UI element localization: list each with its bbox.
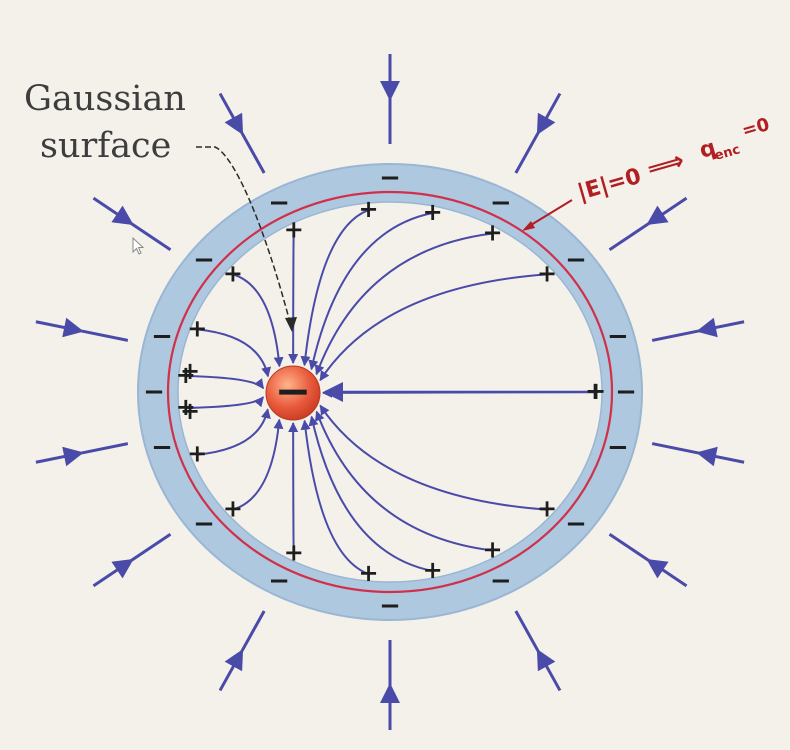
inner-field-line: [300, 209, 369, 367]
outer-minus-charge: −: [490, 188, 512, 218]
inner-plus-charge: +: [537, 259, 557, 287]
inner-plus-charge: +: [176, 361, 196, 389]
inner-field-line: [288, 230, 299, 364]
outer-surface-charges: − − − − − − − − − − − − − − − −: [143, 163, 637, 621]
inner-field-line: [308, 212, 433, 371]
outer-field-line-tail: [608, 533, 649, 562]
inner-plus-charge: +: [423, 556, 443, 584]
inner-field-line: [319, 273, 548, 382]
inner-field-line: [232, 273, 284, 368]
inner-field-line: [185, 396, 265, 409]
outer-field-line-tail: [514, 610, 540, 652]
outer-field-line: [218, 92, 244, 136]
outer-field-line: [536, 92, 562, 136]
outer-minus-charge: −: [379, 163, 401, 193]
inner-field-line: [185, 375, 265, 390]
outer-field-line: [696, 317, 745, 338]
central-charge-symbol: −: [275, 366, 312, 417]
inner-field-line: [300, 419, 369, 575]
inner-plus-charge: +: [482, 535, 502, 563]
outer-field-line: [92, 558, 134, 588]
inner-plus-charge: +: [586, 377, 606, 405]
inner-plus-charge: +: [223, 259, 243, 287]
label-surface: surface: [40, 126, 171, 166]
outer-minus-charge: −: [607, 322, 629, 352]
outer-minus-charge: −: [151, 432, 173, 462]
outer-minus-charge: −: [615, 377, 637, 407]
label-leader-arrowhead: [285, 317, 297, 332]
inner-surface-charges: ++++++++++++++++++++: [176, 195, 606, 587]
inner-field-line: [232, 418, 284, 511]
outer-field-line: [218, 648, 244, 692]
outer-field-line: [536, 648, 562, 692]
outer-minus-charge: −: [379, 591, 401, 621]
outer-minus-charge: −: [193, 509, 215, 539]
outer-field-line: [92, 196, 134, 226]
outer-minus-charge: −: [268, 188, 290, 218]
central-charge: −: [265, 365, 321, 421]
inner-field-line: [197, 328, 272, 378]
inner-plus-charge: +: [187, 440, 207, 468]
inner-plus-charge: +: [176, 393, 196, 421]
label-leader-line: [196, 146, 293, 331]
outer-field-line-tail: [514, 132, 540, 174]
inner-plus-charge: +: [537, 495, 557, 523]
outer-minus-charge: −: [151, 322, 173, 352]
outer-field-line-tail: [651, 442, 699, 455]
inner-plus-charge: +: [585, 377, 605, 405]
outer-field-line-tail: [240, 610, 266, 652]
inner-field-line: [314, 232, 493, 376]
inner-plus-charge: +: [284, 539, 304, 567]
outer-field-line: [646, 196, 688, 226]
inner-field-line: [197, 408, 271, 456]
outer-field-line-tail: [240, 132, 266, 174]
inner-plus-charge: +: [187, 314, 207, 342]
outer-field-line-tail: [131, 222, 172, 251]
inner-field-line: [319, 404, 548, 511]
outer-field-line: [646, 558, 688, 588]
gaussian-surface: [166, 190, 614, 594]
outer-field-line-tail: [131, 533, 172, 562]
outer-field-lines: [35, 54, 745, 730]
outer-minus-charge: −: [143, 377, 165, 407]
outer-field-line-tail: [81, 442, 129, 455]
label-gaussian: Gaussian: [24, 79, 186, 119]
annotation-q: q: [697, 135, 719, 163]
outer-field-line-tail: [651, 329, 699, 342]
outer-minus-charge: −: [490, 566, 512, 596]
outer-minus-charge: −: [193, 245, 215, 275]
outer-minus-charge: −: [607, 432, 629, 462]
outer-field-line: [35, 317, 84, 338]
inner-plus-charge: +: [180, 397, 200, 425]
outer-field-line-tail: [81, 329, 129, 342]
cursor-icon: [132, 236, 145, 255]
annotation-q-sub: enc: [713, 142, 742, 164]
outer-field-line: [696, 446, 745, 467]
inner-plus-charge: +: [284, 215, 304, 243]
outer-minus-charge: −: [268, 566, 290, 596]
inner-plus-charge: +: [180, 357, 200, 385]
inner-plus-charge: +: [359, 559, 379, 587]
inner-field-line: [315, 410, 493, 552]
outer-minus-charge: −: [565, 509, 587, 539]
inner-field-line: [308, 415, 433, 572]
inner-plus-charge: +: [223, 495, 243, 523]
inner-plus-charge: +: [423, 198, 443, 226]
inner-plus-charge: +: [359, 195, 379, 223]
inner-field-line: [288, 422, 299, 554]
inner-plus-charge: +: [482, 219, 502, 247]
outer-field-line: [35, 446, 84, 467]
outer-field-line-tail: [608, 222, 649, 251]
outer-minus-charge: −: [565, 245, 587, 275]
inner-field-lines: [185, 209, 596, 575]
